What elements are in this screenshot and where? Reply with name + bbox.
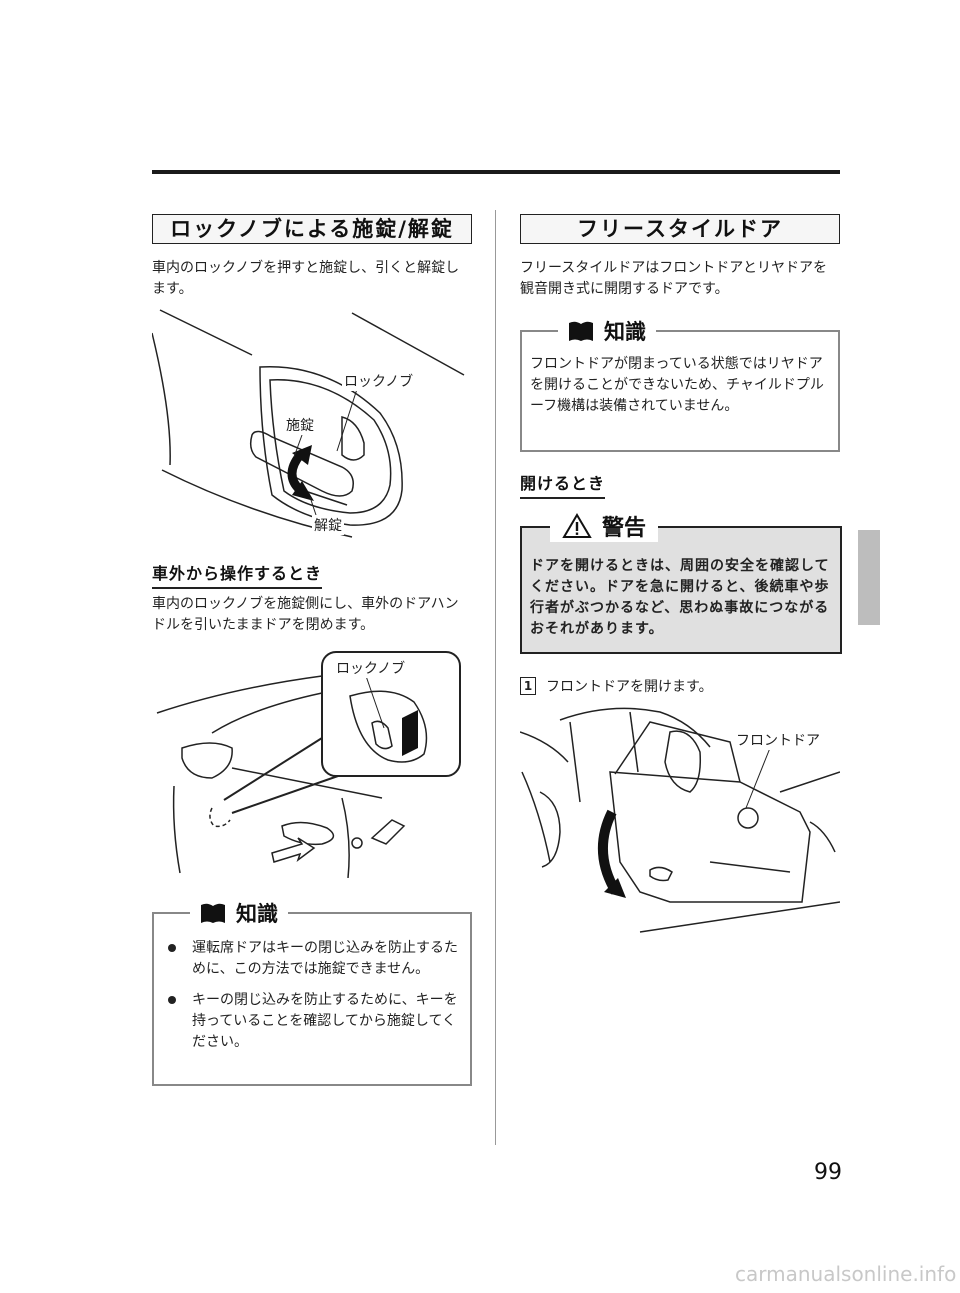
info-item: 運転席ドアはキーの閉じ込みを防止するために、この方法では施錠できません。 (160, 938, 460, 980)
warning-box (520, 526, 842, 654)
callout-front-door: フロントドア (734, 730, 822, 750)
freestyle-intro: フリースタイルドアはフロントドアとリヤドアを観音開き式に開閉するドアです。 (520, 260, 828, 297)
warning-text: ドアを開けるときは、周囲の安全を確認してください。ドアを急に開けると、後続車や歩… (530, 558, 830, 637)
section-tab (858, 530, 880, 625)
page-number: 99 (814, 1160, 842, 1185)
warning-title-text: 警告 (602, 516, 647, 541)
lock-knob-intro: 車内のロックノブを押すと施錠し、引くと解錠します。 (152, 260, 460, 297)
inner-door-illustration (151, 309, 465, 538)
section-title-freestyle: フリースタイルドア (520, 214, 840, 244)
callout-lock-knob: ロックノブ (342, 371, 416, 391)
book-icon (201, 903, 225, 923)
column-divider (495, 210, 496, 1145)
callout-lock-knob-outside: ロックノブ (334, 658, 408, 678)
subsection-title-outside: 車外から操作するとき (152, 560, 323, 589)
info-box-left (152, 912, 472, 1086)
car-open-door-illustration (519, 707, 841, 933)
info-title-text: 知識 (604, 320, 646, 344)
figure-front-door-open: フロントドア (519, 702, 841, 942)
callout-lock: 施錠 (284, 415, 316, 435)
top-rule (152, 170, 840, 174)
info-text-right: フロントドアが閉まっている状態ではリヤドアを開けることができないため、チャイルド… (530, 356, 824, 414)
warning-title: 警告 (550, 510, 659, 542)
info-title-text: 知識 (236, 902, 278, 926)
outside-door-illustration (156, 651, 461, 879)
info-title-right: 知識 (558, 316, 656, 346)
info-title-left: 知識 (190, 898, 288, 928)
info-box-right (520, 330, 840, 452)
step-text: フロントドアを開けます。 (546, 679, 713, 695)
figure-inner-lock-knob: ロックノブ 施錠 解錠 (151, 305, 470, 540)
subsection-title-open: 開けるとき (520, 470, 606, 499)
section-title-lock-knob: ロックノブによる施錠/解錠 (152, 214, 472, 244)
info-item: キーの閉じ込みを防止するために、キーを持っていることを確認してから施錠してくださ… (160, 990, 460, 1053)
watermark-text: carmanualsonline.info (735, 1262, 957, 1286)
step-1: 1 フロントドアを開けます。 (520, 676, 713, 696)
callout-unlock: 解錠 (312, 515, 344, 535)
step-number: 1 (520, 677, 536, 695)
warning-triangle-icon (562, 513, 592, 538)
outside-operation-text: 車内のロックノブを施錠側にし、車外のドアハンドルを引いたままドアを閉めます。 (152, 596, 459, 633)
book-icon (569, 321, 593, 341)
info-list-left: 運転席ドアはキーの閉じ込みを防止するために、この方法では施錠できません。 キーの… (160, 938, 460, 1063)
figure-outside-operation: ロックノブ (152, 648, 470, 879)
